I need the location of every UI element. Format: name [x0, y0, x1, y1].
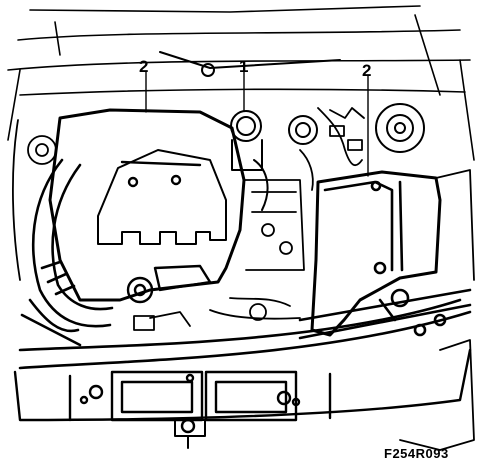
callout-2-left: 2 — [139, 57, 149, 76]
hood-outline — [7, 5, 475, 161]
air-intake-hose — [20, 158, 114, 347]
hood-latch — [174, 419, 206, 449]
right-cap — [288, 115, 318, 145]
callout-1: 1 — [239, 57, 249, 76]
front-bumper — [13, 348, 472, 434]
right-fender — [399, 169, 475, 451]
wiper-linkage — [159, 51, 341, 77]
figure-id: F254R093 — [384, 446, 449, 461]
wiring-harness — [299, 107, 365, 191]
reservoir-cap — [230, 110, 269, 211]
engine-cover — [48, 108, 246, 304]
engine-block-detail — [133, 179, 305, 331]
right-strut-tower — [375, 103, 425, 153]
callout-2-right: 2 — [362, 61, 372, 80]
front-crossmember — [18, 288, 472, 370]
